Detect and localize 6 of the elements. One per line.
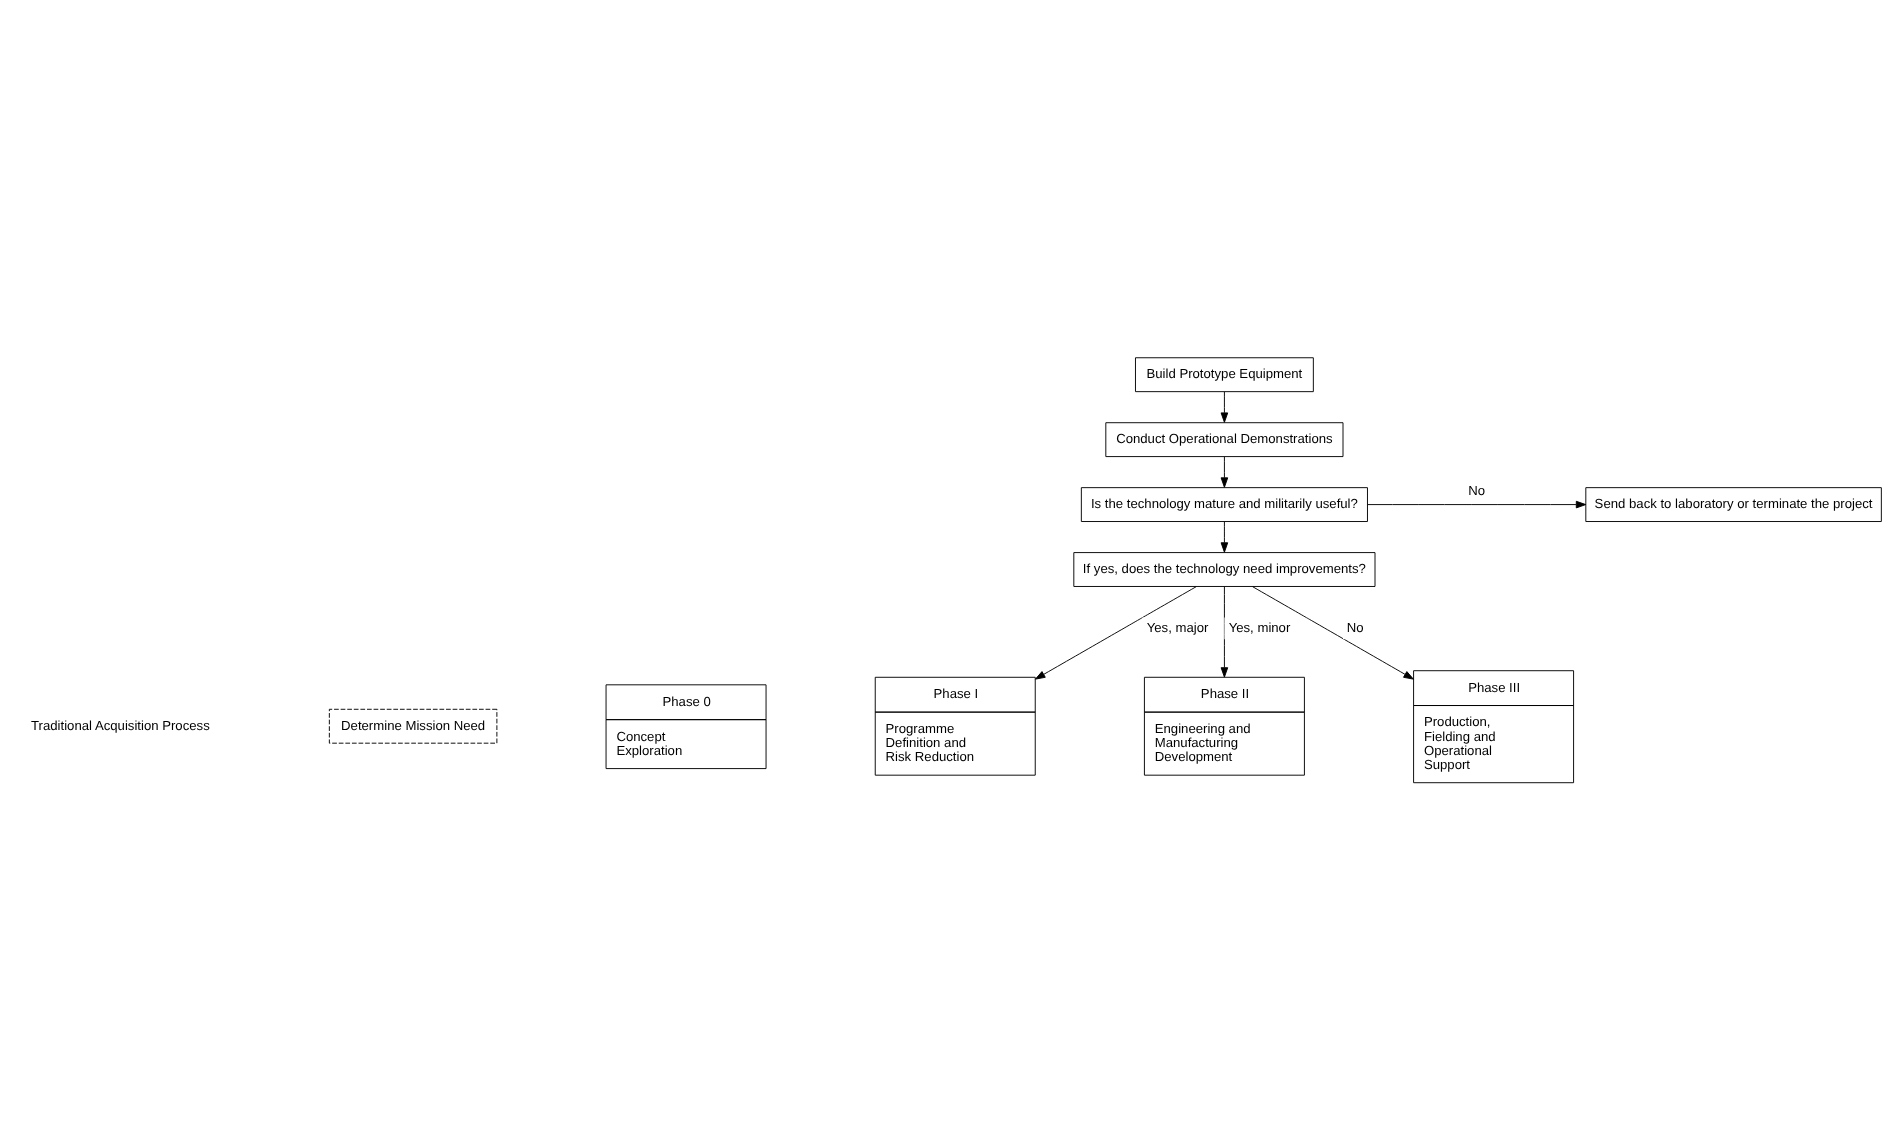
arrow <box>1035 586 1197 680</box>
arrow <box>1220 391 1229 423</box>
arrow <box>1220 521 1229 553</box>
arrow <box>1252 586 1414 680</box>
arrow <box>1367 500 1587 509</box>
arrow <box>1220 456 1229 488</box>
